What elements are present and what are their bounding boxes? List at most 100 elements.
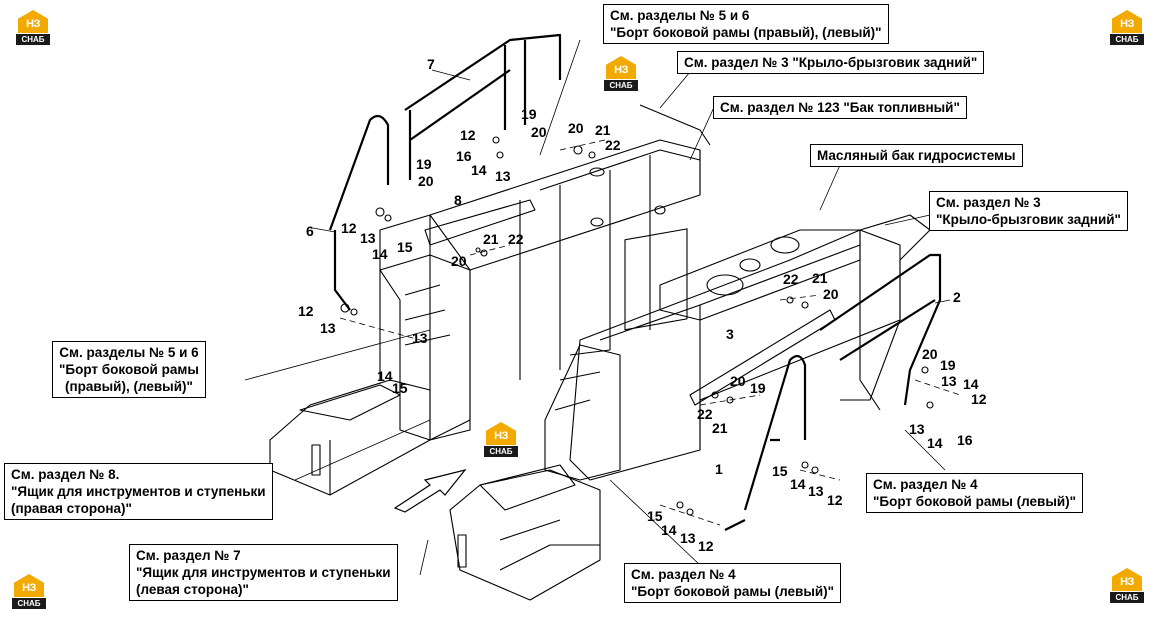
part-number: 16 — [957, 432, 973, 448]
logo-mark: НЗ — [614, 64, 628, 76]
part-number: 20 — [568, 120, 584, 136]
part-number: 14 — [471, 162, 487, 178]
part-number: 21 — [712, 420, 728, 436]
callout-line: См. раздел № 3 — [936, 195, 1041, 210]
part-number: 1 — [715, 461, 723, 477]
logo-mark: НЗ — [1120, 576, 1134, 588]
part-number: 20 — [418, 173, 434, 189]
part-number: 20 — [451, 253, 467, 269]
part-number: 13 — [360, 230, 376, 246]
callout-left-frame-right: См. раздел № 4 "Борт боковой рамы (левый… — [866, 473, 1084, 513]
fuel-tank-body — [569, 229, 901, 481]
part-number: 14 — [661, 522, 677, 538]
callout-fuel-tank: См. раздел № 123 "Бак топливный" — [713, 96, 967, 119]
callout-line: См. раздел № 3 "Крыло-брызговик задний" — [684, 55, 978, 70]
rear-fender — [840, 214, 931, 401]
plate-8 — [424, 199, 536, 246]
logo-caption: СНАБ — [1110, 34, 1144, 45]
house-icon: НЗ — [1112, 10, 1142, 33]
callout-line: "Борт боковой рамы (правый), (левый)" — [610, 25, 882, 40]
logo-caption: СНАБ — [484, 446, 518, 457]
callout-left-frame-bottom: См. раздел № 4 "Борт боковой рамы (левый… — [624, 563, 842, 603]
house-icon: НЗ — [18, 10, 48, 33]
part-number: 12 — [341, 220, 357, 236]
part-number: 22 — [605, 137, 621, 153]
logo-caption: СНАБ — [1110, 592, 1144, 603]
part-number: 13 — [412, 330, 428, 346]
logo-caption: СНАБ — [16, 34, 50, 45]
part-number: 2 — [953, 289, 961, 305]
part-number: 20 — [531, 124, 547, 140]
callout-line: См. раздел № 8. — [11, 467, 120, 482]
handrail-6 — [328, 114, 390, 311]
house-icon: НЗ — [486, 422, 516, 445]
callout-line: См. разделы № 5 и 6 — [610, 8, 750, 23]
part-number: 19 — [940, 357, 956, 373]
part-number: 22 — [508, 231, 524, 247]
handrail-1 — [724, 354, 807, 531]
part-number: 12 — [827, 492, 843, 508]
callout-line: См. раздел № 4 — [631, 567, 736, 582]
nz-snab-logo: НЗ СНАБ — [1106, 568, 1148, 604]
nz-snab-logo: НЗ СНАБ — [1106, 10, 1148, 46]
frame-step-unit-left — [544, 344, 621, 481]
part-number: 13 — [680, 530, 696, 546]
handrail-2 — [819, 253, 942, 406]
part-number: 14 — [927, 435, 943, 451]
part-number: 14 — [790, 476, 806, 492]
callout-line: См. раздел № 123 "Бак топливный" — [720, 100, 960, 115]
part-number: 14 — [372, 246, 388, 262]
part-number: 13 — [909, 421, 925, 437]
logo-caption: СНАБ — [12, 598, 46, 609]
part-number: 19 — [416, 156, 432, 172]
logo-mark: НЗ — [494, 430, 508, 442]
part-number: 6 — [306, 223, 314, 239]
logo-mark: НЗ — [22, 582, 36, 594]
callout-rear-fender-right: См. раздел № 3 "Крыло-брызговик задний" — [929, 191, 1128, 231]
part-number: 12 — [460, 127, 476, 143]
house-icon: НЗ — [14, 574, 44, 597]
part-number: 19 — [521, 106, 537, 122]
part-number: 14 — [963, 376, 979, 392]
house-icon: НЗ — [1112, 568, 1142, 591]
part-number: 3 — [726, 326, 734, 342]
part-number: 21 — [812, 270, 828, 286]
house-icon: НЗ — [606, 56, 636, 79]
callout-toolbox-left: См. раздел № 7 "Ящик для инструментов и … — [129, 544, 398, 601]
toolbox-left — [449, 469, 601, 601]
logo-caption: СНАБ — [604, 80, 638, 91]
callout-line: См. раздел № 4 — [873, 477, 978, 492]
nz-snab-logo: НЗ СНАБ — [480, 422, 522, 458]
part-number: 20 — [730, 373, 746, 389]
callout-toolbox-right: См. раздел № 8. "Ящик для инструментов и… — [4, 463, 273, 520]
nz-snab-logo: НЗ СНАБ — [8, 574, 50, 610]
callout-side-frame-top: См. разделы № 5 и 6 "Борт боковой рамы (… — [603, 4, 889, 44]
part-number: 12 — [298, 303, 314, 319]
part-number: 20 — [823, 286, 839, 302]
part-number: 12 — [698, 538, 714, 554]
part-number: 19 — [750, 380, 766, 396]
part-number: 21 — [483, 231, 499, 247]
plate-3 — [689, 309, 836, 406]
callout-line: (левая сторона)" — [136, 582, 249, 597]
callout-line: "Ящик для инструментов и ступеньки — [136, 565, 391, 580]
nz-snab-logo: НЗ СНАБ — [600, 56, 642, 92]
callout-rear-fender-top: См. раздел № 3 "Крыло-брызговик задний" — [677, 51, 985, 74]
callout-line: "Борт боковой рамы (левый)" — [873, 494, 1077, 509]
logo-mark: НЗ — [1120, 18, 1134, 30]
part-number: 21 — [595, 122, 611, 138]
callout-line: "Борт боковой рамы — [59, 362, 199, 377]
nz-snab-logo: НЗ СНАБ — [12, 10, 54, 46]
toolbox-right — [269, 379, 431, 496]
callout-line: "Борт боковой рамы (левый)" — [631, 584, 835, 599]
callout-line: (правая сторона)" — [11, 501, 132, 516]
handrail-7 — [404, 33, 562, 180]
callout-line: "Ящик для инструментов и ступеньки — [11, 484, 266, 499]
part-number: 15 — [397, 239, 413, 255]
part-number: 12 — [971, 391, 987, 407]
part-number: 13 — [808, 483, 824, 499]
part-number: 20 — [922, 346, 938, 362]
part-number: 8 — [454, 192, 462, 208]
